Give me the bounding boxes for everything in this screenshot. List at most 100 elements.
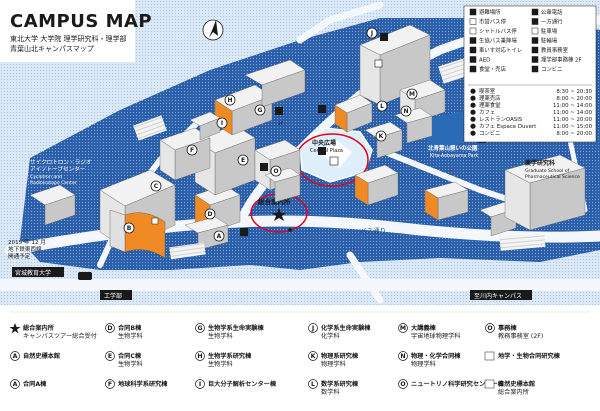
aed-map-icon	[275, 107, 283, 115]
building-I[interactable]	[244, 59, 306, 108]
building-marker-i[interactable]: I	[216, 117, 228, 129]
building-marker-label: E	[241, 157, 245, 164]
key-label: 合同A棟	[23, 380, 47, 388]
building-marker-l[interactable]: L	[376, 100, 388, 112]
building-marker-a[interactable]: A	[213, 230, 225, 242]
legend-item: 理学部事務棟 2F	[531, 56, 582, 64]
legend-item: 食堂・売店	[469, 65, 507, 73]
hours-number: 3	[471, 103, 474, 109]
building-marker-label: N	[403, 108, 408, 115]
building-pharmacy[interactable]	[504, 154, 586, 231]
key-sublabel: 生物学科	[208, 360, 233, 368]
building-marker-f[interactable]: F	[186, 144, 198, 156]
aobayama-badge[interactable]	[470, 290, 532, 300]
building-marker-k[interactable]: K	[375, 130, 387, 142]
building-marker-e[interactable]: E	[237, 154, 249, 166]
key-item[interactable]: A 合同A棟	[10, 379, 48, 389]
building-marker-h[interactable]: H	[224, 94, 236, 106]
star-icon	[9, 323, 21, 334]
legend-item: 教員事務室	[531, 46, 569, 54]
building-marker-d[interactable]: D	[204, 208, 216, 220]
building-marker-o[interactable]: O	[270, 165, 282, 177]
miyagi-uni-badge[interactable]	[12, 267, 64, 277]
key-label: 生物学系生命実験棟	[208, 324, 264, 332]
building-marker-j[interactable]: J	[366, 27, 378, 39]
subway-marker-icon	[78, 272, 92, 280]
key-letter: D	[107, 325, 112, 332]
key-label: 数学系研究棟	[321, 380, 359, 388]
park-label-jp: 北青葉山憩いの公園	[428, 144, 478, 152]
building-marker-b[interactable]: B	[123, 222, 135, 234]
building-marker-c[interactable]: C	[150, 180, 162, 192]
building-marker-label: G	[258, 107, 263, 114]
key-sublabel: 生物学科	[208, 332, 233, 340]
legend-label: 一方通行	[541, 18, 563, 26]
building-cyclotron[interactable]	[29, 184, 76, 226]
legend-label: 食堂・売店	[479, 65, 507, 73]
legend-symbol-icon	[531, 56, 539, 63]
engineering-badge[interactable]	[100, 290, 132, 300]
building-marker-label: D	[208, 211, 213, 218]
building-F[interactable]	[159, 127, 211, 181]
info-center-star-icon[interactable]	[272, 208, 286, 221]
restroom-icon	[318, 105, 326, 113]
legend-symbol-icon	[531, 27, 539, 35]
legend-item: 避難場所	[469, 8, 501, 16]
building-letter-icon	[308, 351, 318, 361]
page-subtitle-2: 青葉山北キャンパスマップ	[10, 44, 94, 53]
key-sublabel: 生物学科	[118, 332, 143, 340]
legend-label: 市営バス停	[479, 18, 507, 26]
legend-item: コンビニ	[531, 65, 563, 73]
key-item[interactable]: 地学・生物合同研究棟	[484, 351, 561, 361]
building-N[interactable]	[394, 107, 433, 144]
building-marker-n[interactable]: N	[400, 105, 412, 117]
building-letter-markers: A B C D E F G HI J K L M N O	[123, 27, 418, 242]
park-area[interactable]	[420, 110, 475, 150]
legend-symbol-icon	[469, 56, 477, 63]
cyclotron-label-jp2: アイソトープセンター	[30, 165, 86, 173]
key-letter: M	[400, 325, 406, 332]
hours-number: 2	[471, 96, 474, 102]
key-letter: O	[487, 325, 492, 332]
hours-number: 7	[471, 131, 474, 137]
key-label: 物理・化学合同棟	[411, 352, 461, 360]
hours-number-icon	[470, 123, 476, 129]
subway-note-2: 地下鉄東西線	[8, 245, 42, 253]
building-marker-g[interactable]: G	[254, 104, 266, 116]
building-L[interactable]	[334, 94, 373, 133]
cafe-icon	[380, 33, 388, 41]
key-letter: K	[311, 353, 316, 360]
key-label: 合同B棟	[118, 324, 142, 332]
building-O[interactable]	[264, 167, 301, 203]
legend-symbol-icon	[531, 18, 539, 25]
legend-symbol-icon	[469, 27, 477, 35]
building-letter-icon	[308, 323, 318, 333]
central-plaza-island	[318, 140, 352, 168]
central-plaza-jp: 中央広場	[312, 139, 336, 147]
legend-item: AED	[469, 56, 490, 64]
building-marker-m[interactable]: M	[406, 88, 418, 100]
building-marker-label: B	[127, 225, 132, 232]
key-letter: A	[13, 381, 18, 388]
